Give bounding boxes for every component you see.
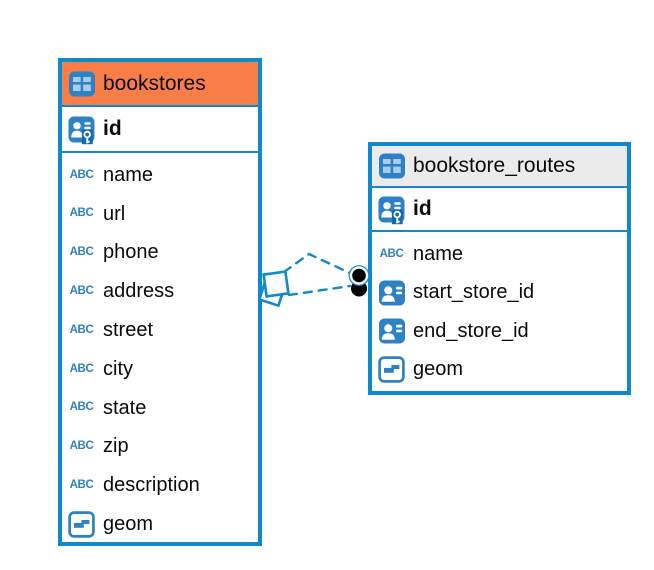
column-name: geom: [413, 358, 464, 381]
column-name: name: [103, 163, 154, 186]
primary-key-row[interactable]: id: [62, 107, 258, 153]
column-name: address: [103, 280, 175, 303]
table-icon: [378, 153, 405, 180]
table-title: bookstores: [103, 71, 206, 95]
column-row[interactable]: ABC city: [62, 350, 258, 389]
primary-key-name: id: [103, 117, 122, 140]
column-row[interactable]: start_store_id: [372, 274, 627, 313]
column-name: geom: [103, 513, 154, 536]
fk-end-marker-dots: [348, 265, 370, 297]
column-name: end_store_id: [413, 319, 529, 342]
table-node-bookstore-routes[interactable]: bookstore_routes id ABC name start_store_i…: [368, 142, 631, 395]
column-row[interactable]: ABC zip: [62, 428, 258, 467]
text-type-icon: ABC: [69, 362, 94, 375]
geometry-type-icon: [378, 356, 405, 383]
fk-dot-ring: [348, 265, 370, 286]
column-row[interactable]: ABC name: [62, 156, 258, 195]
marker-square-front: [262, 270, 290, 298]
text-type-icon: ABC: [69, 246, 94, 259]
column-name: street: [103, 319, 154, 342]
column-row[interactable]: ABC address: [62, 272, 258, 311]
column-name: phone: [103, 241, 159, 264]
column-name: url: [103, 202, 126, 225]
relationship-lines[interactable]: [282, 252, 354, 297]
primary-key-row[interactable]: id: [372, 188, 627, 232]
column-name: start_store_id: [413, 281, 535, 304]
table-header[interactable]: bookstores: [62, 62, 258, 107]
geometry-type-icon: [68, 511, 95, 538]
pk-end-marker-squares: [257, 270, 290, 308]
text-type-icon: ABC: [379, 247, 404, 260]
table-icon: [68, 70, 95, 97]
column-name: city: [103, 357, 133, 380]
column-name: name: [413, 242, 464, 265]
text-type-icon: ABC: [69, 323, 94, 336]
column-row[interactable]: ABC description: [62, 466, 258, 505]
column-name: zip: [103, 435, 129, 458]
reference-type-icon: [378, 318, 405, 345]
table-header[interactable]: bookstore_routes: [372, 146, 627, 188]
primary-key-icon: [68, 116, 95, 144]
text-type-icon: ABC: [69, 440, 94, 453]
reference-type-icon: [378, 279, 405, 306]
marker-square-back: [257, 278, 287, 308]
column-row[interactable]: ABC url: [62, 195, 258, 234]
table-title: bookstore_routes: [413, 154, 576, 177]
text-type-icon: ABC: [69, 401, 94, 414]
column-name: description: [103, 474, 200, 497]
primary-key-icon: [378, 196, 405, 224]
fk-dot-bottom: [351, 280, 367, 297]
column-row[interactable]: geom: [62, 505, 258, 544]
text-type-icon: ABC: [69, 207, 94, 220]
fk-dot-top: [349, 266, 369, 285]
relationship-line-lower[interactable]: [287, 284, 352, 297]
column-row[interactable]: ABC state: [62, 389, 258, 428]
primary-key-name: id: [413, 197, 432, 220]
column-row[interactable]: ABC street: [62, 311, 258, 350]
text-type-icon: ABC: [69, 168, 94, 181]
column-row[interactable]: geom: [372, 351, 627, 390]
text-type-icon: ABC: [69, 285, 94, 298]
column-row[interactable]: ABC phone: [62, 234, 258, 273]
relationship-line-upper[interactable]: [282, 252, 354, 276]
column-row[interactable]: ABC name: [372, 235, 627, 274]
column-row[interactable]: end_store_id: [372, 312, 627, 351]
column-name: state: [103, 396, 147, 419]
text-type-icon: ABC: [69, 479, 94, 492]
